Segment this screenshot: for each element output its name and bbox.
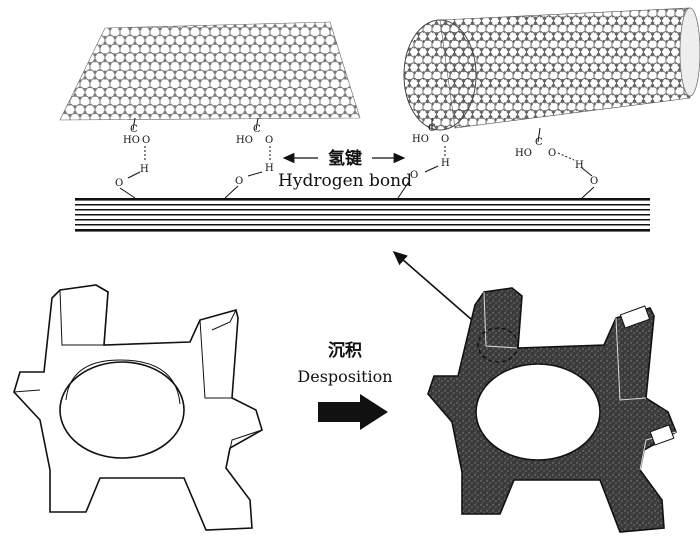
carboxyl-group-1: HO C O H O [115,118,150,198]
scaffold-coated [428,288,676,532]
deposition-cn-text: 沉积 [328,340,362,361]
chem-c-2: C [253,124,261,135]
hbond-en-text: Hydrogen bond [278,171,412,191]
chem-o-1: O [142,135,150,146]
deposition-step: 沉积 Desposition [297,340,392,430]
scaffold-uncoated [14,285,262,530]
graphene-sheet-icon [60,22,360,120]
chem-ho-2: HO [236,135,253,146]
chem-o-3: O [441,134,449,145]
chem-o-1b: O [115,178,123,189]
carbon-nanotube-icon [404,8,700,130]
chem-o-4b: O [590,176,598,187]
layered-substrate [75,198,650,232]
chem-c-1: C [130,124,138,135]
chem-h-1: H [140,164,149,175]
deposition-en-text: Desposition [297,367,392,386]
chem-ho-3: HO [412,134,429,145]
carboxyl-group-2: HO C O H O [225,118,274,198]
hydrogen-bond-label: 氢键 Hydrogen bond [278,148,412,191]
chem-c-4: C [535,137,543,148]
chem-o-2: O [265,135,273,146]
chem-h-3: H [441,158,450,169]
hbond-cn-text: 氢键 [328,148,362,169]
chem-o-4: O [548,148,556,159]
chem-o-2b: O [235,176,243,187]
right-arrow-icon [318,394,388,430]
chem-h-4: H [575,160,584,171]
chem-ho-4: HO [515,148,532,159]
chem-ho-1: HO [123,135,140,146]
chem-c-3: C [428,123,436,134]
chem-h-2: H [265,163,274,174]
carboxyl-group-4: HO C O H O [515,128,598,198]
